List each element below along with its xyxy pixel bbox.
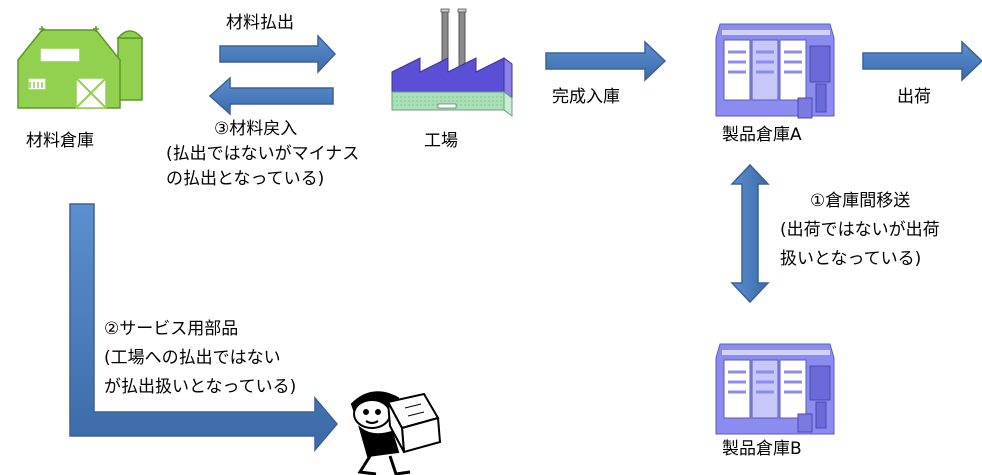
warehouse-transfer-arrow [730, 163, 770, 304]
barn-icon [17, 26, 144, 109]
material-return-note-1: (払出ではないがマイナス [166, 144, 360, 164]
material-return-note-2: の払出となっている) [166, 169, 325, 189]
shipment-arrow [862, 40, 982, 82]
service-parts-note-2: が払出扱いとなっている) [104, 377, 297, 397]
shipment-label: 出荷 [897, 87, 931, 107]
service-parts-title: ②サービス用部品 [104, 319, 239, 339]
factory-label: 工場 [424, 131, 458, 151]
warehouse-transfer-note-2: 扱いとなっている) [780, 249, 922, 269]
completion-receipt-label: 完成入庫 [552, 87, 620, 107]
material-issue-arrow [219, 34, 337, 74]
completion-receipt-arrow [545, 40, 667, 82]
factory-icon [391, 8, 513, 117]
material-warehouse-label: 材料倉庫 [26, 131, 94, 151]
warehouse-b-icon [715, 343, 835, 435]
warehouse-a-icon [715, 23, 835, 119]
material-return-title: ③材料戻入 [214, 119, 298, 139]
material-issue-label: 材料払出 [226, 13, 294, 33]
service-parts-note-1: (工場への払出ではない [104, 348, 281, 368]
product-warehouse-a-label: 製品倉庫A [722, 125, 802, 145]
material-return-arrow [208, 76, 334, 116]
product-warehouse-b-label: 製品倉庫B [722, 439, 802, 459]
warehouse-transfer-note-1: (出荷ではないが出荷 [780, 220, 940, 240]
delivery-person-icon [350, 391, 442, 475]
service-parts-arrow [69, 203, 338, 453]
warehouse-transfer-title: ①倉庫間移送 [810, 191, 911, 211]
